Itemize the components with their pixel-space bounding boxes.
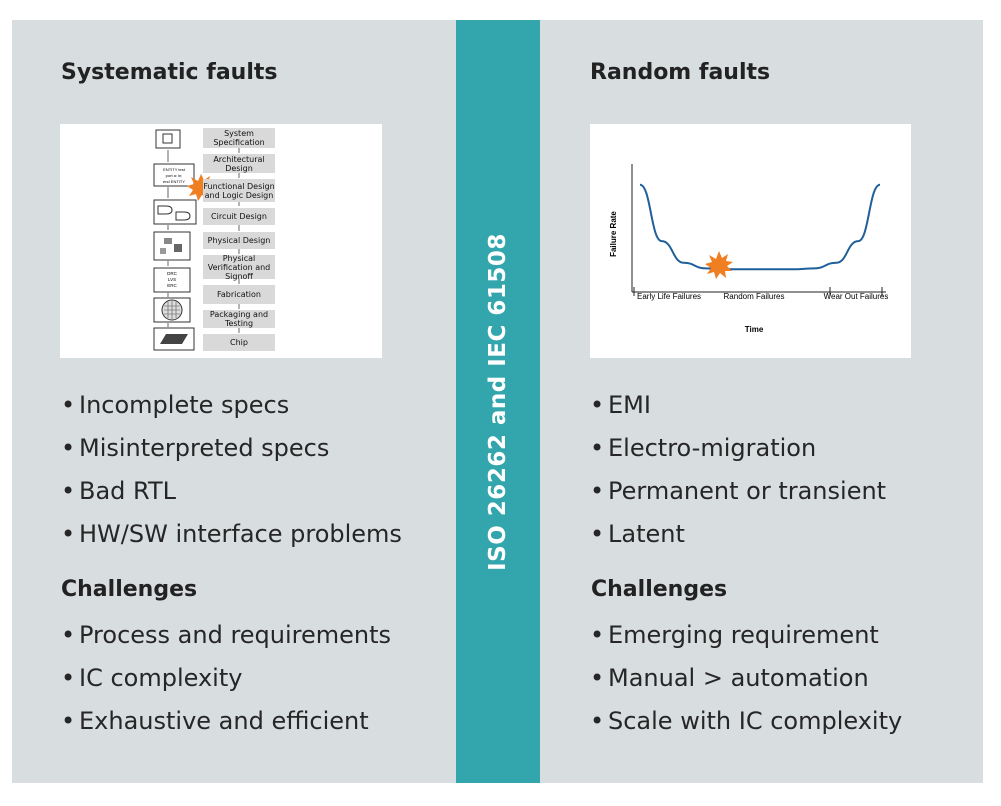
list-item: •Manual > automation [590, 664, 869, 692]
list-item: •Incomplete specs [61, 391, 290, 419]
systematic-challenges-title: Challenges [61, 577, 198, 602]
random-challenges-list: •Emerging requirement •Manual > automati… [590, 614, 902, 743]
flow-step: Circuit Design [203, 208, 275, 225]
list-item: •Process and requirements [61, 621, 392, 649]
list-item: •Electro-migration [590, 434, 817, 462]
layout-icon [153, 231, 191, 261]
design-flow-icons: ENTITY test port a: in; end ENTITY DRC L… [153, 129, 240, 351]
list-item: •EMI [590, 391, 651, 419]
flow-step: Chip [203, 334, 275, 351]
bathtub-curve-figure: Failure Rate Early Life Failures Random … [590, 124, 911, 358]
region-label: Early Life Failures [637, 292, 701, 301]
random-faults-title: Random faults [590, 60, 771, 85]
list-item: •Misinterpreted specs [61, 434, 330, 462]
flow-step: System Specification [203, 128, 275, 148]
failure-rate-line [639, 183, 881, 271]
list-item: •Bad RTL [61, 477, 176, 505]
random-challenges-title: Challenges [591, 577, 728, 602]
bathtub-chart: Failure Rate Early Life Failures Random … [609, 164, 889, 334]
flow-step: Physical Design [203, 232, 275, 249]
svg-text:port a: in;: port a: in; [166, 173, 183, 178]
x-axis-label: Time [745, 325, 764, 334]
list-item: •Exhaustive and efficient [61, 707, 369, 735]
region-label: Random Failures [724, 292, 785, 301]
list-item: •Scale with IC complexity [590, 707, 903, 735]
flow-step: Architectural Design [203, 154, 275, 173]
region-label: Wear Out Failures [824, 292, 889, 301]
standards-label: ISO 26262 and IEC 61508 [485, 232, 511, 571]
systematic-fault-list: •Incomplete specs •Misinterpreted specs … [61, 384, 402, 556]
list-item: •Latent [590, 520, 685, 548]
flow-step: Physical Verification and Signoff [203, 254, 275, 281]
svg-text:ENTITY test: ENTITY test [163, 167, 186, 172]
design-flow-figure: ENTITY test port a: in; end ENTITY DRC L… [60, 124, 382, 358]
list-item: •Emerging requirement [590, 621, 879, 649]
list-item: •Permanent or transient [590, 477, 887, 505]
fault-burst-icon [705, 251, 733, 279]
list-item: •HW/SW interface problems [61, 520, 402, 548]
svg-text:end ENTITY: end ENTITY [163, 179, 185, 184]
flow-step: Packaging and Testing [203, 310, 275, 328]
svg-text:LVS: LVS [168, 277, 176, 282]
y-axis-label: Failure Rate [609, 211, 618, 257]
systematic-faults-title: Systematic faults [61, 60, 278, 85]
gate-icon [153, 199, 197, 225]
systematic-challenges-list: •Process and requirements •IC complexity… [61, 614, 391, 743]
flow-step: Functional Design and Logic Design [203, 179, 275, 202]
svg-text:DRC: DRC [167, 271, 177, 276]
flow-step: Fabrication [203, 285, 275, 304]
list-item: •IC complexity [61, 664, 243, 692]
random-fault-list: •EMI •Electro-migration •Permanent or tr… [590, 384, 886, 556]
svg-text:ERC: ERC [167, 283, 177, 288]
checks-icon [153, 267, 191, 293]
standards-band: ISO 26262 and IEC 61508 [456, 20, 540, 783]
